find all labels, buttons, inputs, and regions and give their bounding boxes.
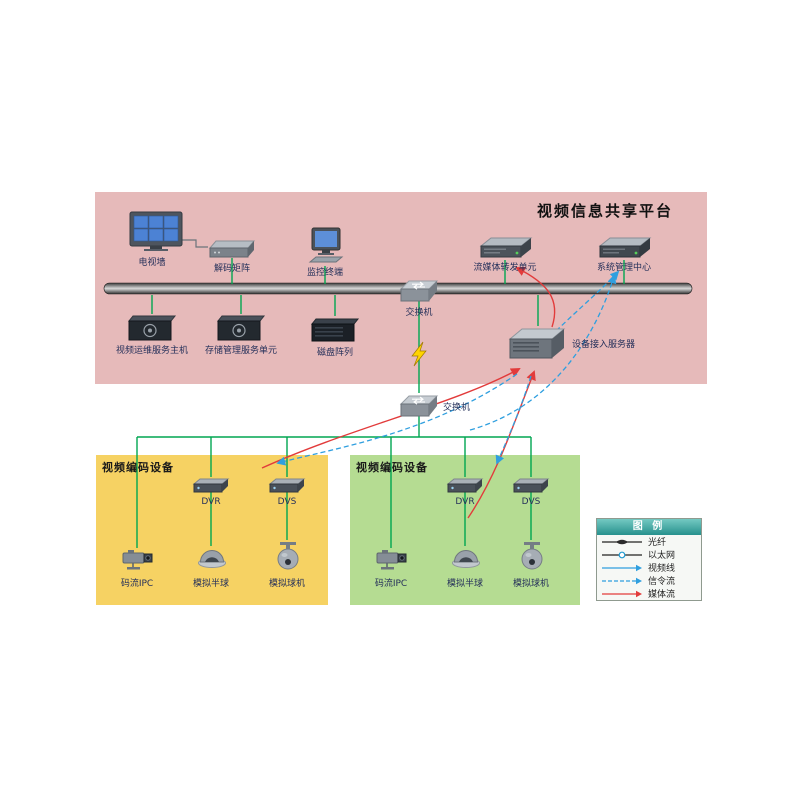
legend-item-video: 视频线	[597, 561, 701, 574]
left-zone-title: 视频编码设备	[102, 461, 174, 474]
decoder-matrix-icon	[208, 240, 256, 258]
decoder-label: 解码矩阵	[213, 264, 250, 274]
ipc-right-label: 码流IPC	[374, 579, 408, 589]
legend-signal-label: 信令流	[648, 577, 676, 587]
legend-media-label: 媒体流	[648, 590, 676, 600]
storage-unit-label: 存储管理服务单元	[204, 346, 277, 356]
media-flow-icon	[602, 590, 642, 597]
ops-host-label: 视频运维服务主机	[115, 346, 188, 356]
dvs-right-icon	[512, 478, 550, 493]
dvr-right-icon	[446, 478, 484, 493]
dvr-left-label: DVR	[201, 497, 221, 507]
legend-item-signal: 信令流	[597, 574, 701, 587]
dome-camera-left-icon	[198, 550, 226, 568]
ptz-camera-right-icon	[521, 542, 543, 570]
ipc-left-icon	[122, 550, 153, 570]
tv-wall-icon	[129, 211, 183, 251]
legend-fiber-label: 光纤	[648, 538, 667, 548]
dome-right-label: 模拟半球	[446, 579, 483, 589]
access-server-icon	[508, 328, 566, 359]
legend-video-label: 视频线	[648, 564, 676, 574]
ipc-right-icon	[376, 550, 407, 570]
access-server-label: 设备接入服务器	[572, 340, 636, 350]
legend-item-fiber: 光纤	[597, 535, 701, 548]
ipc-left-label: 码流IPC	[120, 579, 154, 589]
switch1-label: 交换机	[405, 308, 433, 318]
switch2-label: 交换机	[443, 403, 471, 413]
switch2-icon	[399, 395, 439, 417]
ethernet-line-icon	[602, 551, 642, 558]
storage-unit-icon	[216, 315, 266, 341]
legend-item-ethernet: 以太网	[597, 548, 701, 561]
signal-flow-icon	[602, 577, 642, 584]
platform-title: 视频信息共享平台	[536, 202, 673, 220]
ball-right-label: 模拟球机	[512, 579, 549, 589]
sys-center-icon	[598, 237, 652, 258]
video-line-icon	[602, 564, 642, 571]
tv-wall-label: 电视墙	[138, 258, 166, 268]
stream-unit-label: 流媒体转发单元	[473, 263, 537, 273]
legend-title: 图 例	[597, 519, 701, 535]
switch1-icon	[399, 280, 439, 302]
monitor-terminal-icon	[308, 227, 344, 263]
terminal-label: 监控终端	[306, 268, 343, 278]
sys-center-label: 系统管理中心	[596, 263, 651, 273]
ops-host-icon	[127, 315, 177, 341]
legend-ethernet-label: 以太网	[648, 551, 676, 561]
disk-array-label: 磁盘阵列	[316, 348, 353, 358]
dvs-left-icon	[268, 478, 306, 493]
legend-item-media: 媒体流	[597, 587, 701, 600]
ptz-camera-left-icon	[277, 542, 299, 570]
ball-left-label: 模拟球机	[268, 579, 305, 589]
dvr-left-icon	[192, 478, 230, 493]
dvs-right-label: DVS	[521, 497, 541, 507]
disk-array-icon	[310, 318, 360, 342]
dvr-right-label: DVR	[455, 497, 475, 507]
dome-camera-right-icon	[452, 550, 480, 568]
fiber-line-icon	[602, 539, 642, 544]
dome-left-label: 模拟半球	[192, 579, 229, 589]
right-zone-title: 视频编码设备	[356, 461, 428, 474]
legend: 图 例 光纤 以太网 视频线	[596, 518, 702, 601]
stream-unit-icon	[479, 237, 533, 258]
dvs-left-label: DVS	[277, 497, 297, 507]
